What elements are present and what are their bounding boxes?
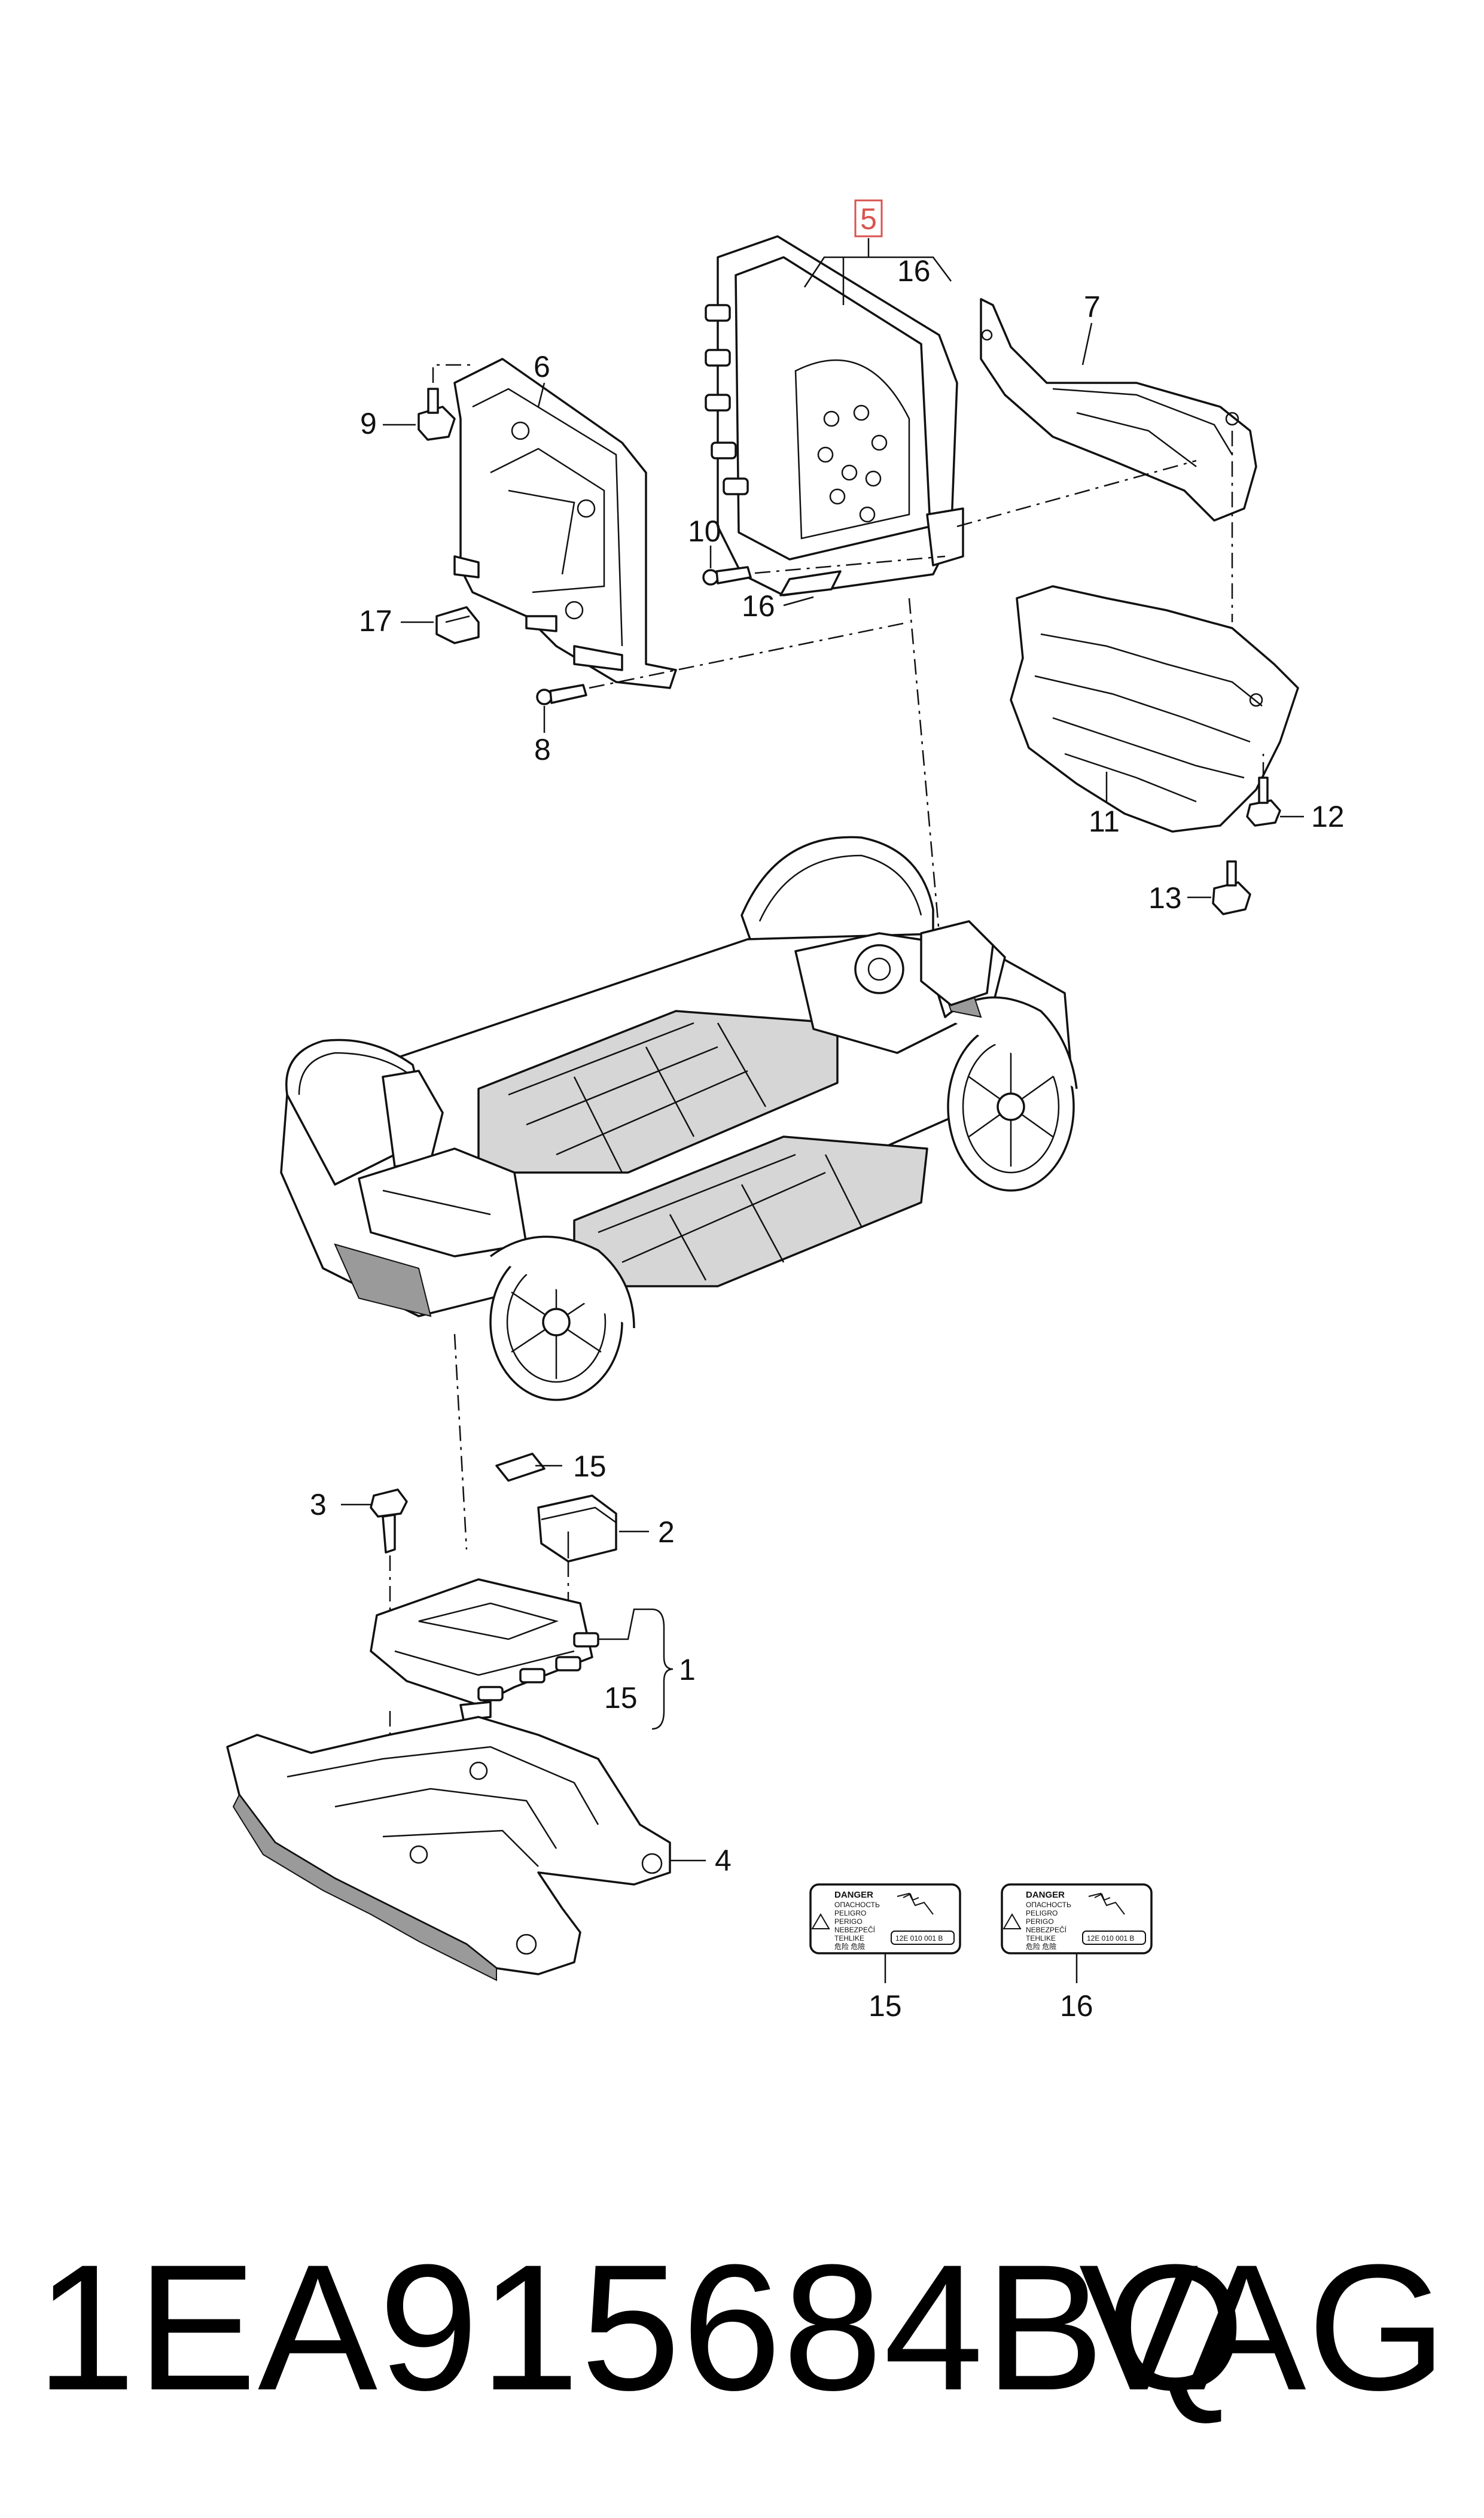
callout-5-highlight-box: [854, 199, 883, 238]
danger-sticker-15: DANGER ОПАСНОСТЬ PELIGRO PERIGO NEBEZPEČ…: [809, 1883, 961, 1954]
callout-4: 4: [715, 1844, 732, 1877]
callout-15-bracket: 15: [604, 1681, 638, 1715]
callout-7: 7: [1084, 290, 1101, 324]
svg-text:DANGER: DANGER: [1026, 1890, 1065, 1900]
callout-17: 17: [359, 604, 392, 638]
part-12-bolt[interactable]: [1246, 777, 1281, 827]
callout-16-top: 16: [897, 254, 931, 288]
callout-3: 3: [310, 1488, 327, 1521]
callout-6: 6: [534, 350, 550, 383]
warning-triangle-icon: [811, 1913, 830, 1929]
svg-text:ОПАСНОСТЬ: ОПАСНОСТЬ: [834, 1901, 880, 1909]
callout-16-sticker: 16: [1060, 1989, 1093, 2023]
vehicle-chassis-illustration: [280, 836, 1078, 1401]
part-2-connector[interactable]: [537, 1494, 617, 1563]
svg-text:ОПАСНОСТЬ: ОПАСНОСТЬ: [1026, 1901, 1071, 1909]
svg-text:PELIGRO: PELIGRO: [1026, 1909, 1058, 1917]
warning-triangle-icon: [1002, 1913, 1022, 1929]
callout-5: 5: [860, 202, 877, 236]
callout-2: 2: [658, 1515, 675, 1549]
svg-text:NEBEZPEČÍ: NEBEZPEČÍ: [834, 1925, 876, 1934]
brand-name: VAG: [1078, 2227, 1448, 2428]
svg-text:PERIGO: PERIGO: [1026, 1917, 1054, 1926]
svg-text:TEHLIKE: TEHLIKE: [1026, 1934, 1056, 1942]
svg-text:TEHLIKE: TEHLIKE: [834, 1934, 864, 1942]
callout-10: 10: [688, 514, 721, 548]
part-8-screw[interactable]: [536, 684, 587, 705]
part-5-control-module[interactable]: [705, 235, 964, 596]
callout-16-mid: 16: [742, 589, 775, 623]
svg-text:PELIGRO: PELIGRO: [834, 1909, 866, 1917]
callout-15-label: 15: [573, 1450, 607, 1483]
part-9-bolt[interactable]: [418, 388, 456, 441]
electric-shock-icon: [1088, 1892, 1125, 1915]
part-3-screw[interactable]: [370, 1488, 408, 1554]
callout-11: 11: [1089, 805, 1120, 838]
part-4-mounting-frame[interactable]: [226, 1716, 671, 1981]
part-17-clip-nut[interactable]: [435, 606, 480, 644]
danger-sticker-16: DANGER ОПАСНОСТЬ PELIGRO PERIGO NEBEZPEČ…: [1001, 1883, 1153, 1954]
callout-12: 12: [1311, 800, 1345, 833]
electric-shock-icon: [897, 1892, 934, 1915]
part-15-label-sticker: [495, 1453, 546, 1482]
part-11-heat-shield[interactable]: [1010, 585, 1299, 833]
part-13-nut[interactable]: [1212, 860, 1251, 915]
svg-text:12E 010 001 B: 12E 010 001 B: [1087, 1934, 1134, 1942]
part-6-bracket[interactable]: [453, 358, 677, 689]
callout-15-sticker: 15: [869, 1989, 902, 2023]
part-number: 1EA915684BQ: [36, 2227, 1247, 2428]
part-16-label-sticker: [779, 570, 842, 596]
svg-text:危险 危險: 危险 危險: [834, 1942, 865, 1951]
part-10-screw[interactable]: [702, 566, 752, 586]
callout-1: 1: [679, 1653, 696, 1686]
callout-13: 13: [1148, 881, 1182, 915]
svg-text:NEBEZPEČÍ: NEBEZPEČÍ: [1026, 1925, 1067, 1934]
svg-text:危险 危險: 危险 危險: [1026, 1942, 1056, 1951]
part-1-charger-unit[interactable]: [370, 1578, 599, 1721]
svg-text:DANGER: DANGER: [834, 1890, 873, 1900]
callout-8: 8: [534, 733, 551, 766]
svg-text:12E 010 001 B: 12E 010 001 B: [895, 1934, 943, 1942]
part-7-heat-shield-bracket[interactable]: [980, 298, 1257, 522]
callout-9: 9: [360, 407, 377, 440]
svg-text:PERIGO: PERIGO: [834, 1917, 863, 1926]
